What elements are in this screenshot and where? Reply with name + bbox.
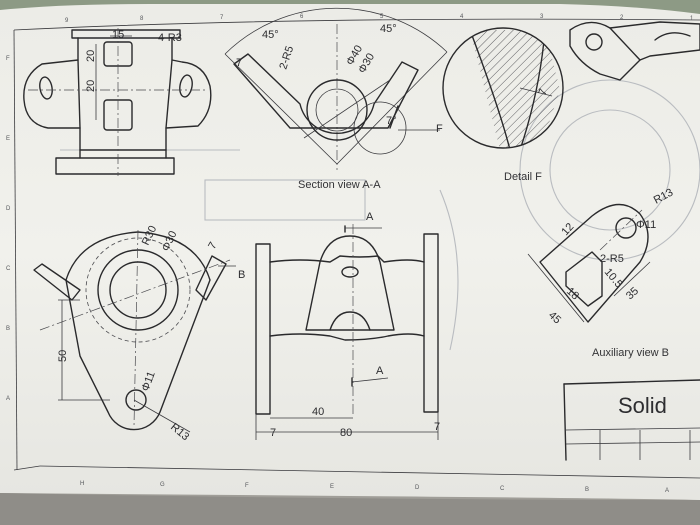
- dim-2-r5-aux: 2-R5: [600, 253, 624, 265]
- paper: [0, 4, 700, 500]
- isometric-view: [569, 21, 700, 81]
- svg-text:B: B: [6, 326, 10, 332]
- title-block: Solid: [563, 379, 700, 461]
- dim-7-deg: 7°: [386, 115, 397, 127]
- section-view-caption: Section view A-A: [298, 179, 381, 191]
- top-view: 15 4-R3 20 20: [23, 28, 212, 176]
- svg-text:F: F: [6, 56, 10, 62]
- svg-text:A: A: [665, 488, 669, 494]
- svg-text:D: D: [6, 206, 11, 212]
- svg-text:3: 3: [540, 14, 544, 20]
- dim-dia-11-aux: Φ11: [636, 219, 656, 231]
- svg-text:1: 1: [690, 16, 694, 22]
- dim-20-a: 20: [85, 50, 97, 62]
- sheet-border: [13, 18, 700, 479]
- dim-7-right: 7: [434, 421, 440, 433]
- dim-7-front: 7: [206, 240, 219, 251]
- svg-text:A: A: [6, 396, 10, 402]
- svg-text:H: H: [80, 481, 84, 487]
- title-block-title: Solid: [618, 393, 667, 418]
- svg-text:8: 8: [140, 16, 144, 22]
- svg-text:F: F: [245, 483, 249, 489]
- svg-text:E: E: [330, 484, 334, 490]
- section-marker-top: A: [366, 211, 374, 223]
- svg-text:C: C: [500, 486, 505, 492]
- svg-text:9: 9: [65, 18, 69, 24]
- front-view: R30 Φ30 7 B 50 Φ11 R13: [33, 224, 245, 443]
- auxiliary-view-caption: Auxiliary view B: [592, 347, 669, 359]
- svg-text:4: 4: [460, 14, 464, 20]
- detail-view-caption: Detail F: [504, 171, 542, 183]
- svg-text:2: 2: [620, 15, 624, 21]
- svg-text:C: C: [6, 266, 11, 272]
- dim-50: 50: [57, 350, 69, 362]
- section-marker-bottom: A: [376, 365, 384, 377]
- dim-7-section: 7: [236, 57, 242, 69]
- dim-80: 80: [340, 427, 352, 439]
- side-view: A A 40 80 7 7: [255, 211, 440, 440]
- svg-text:D: D: [415, 485, 420, 491]
- svg-text:7: 7: [220, 15, 224, 21]
- angle-left: 45°: [262, 29, 279, 41]
- detail-dim-7: 7: [537, 87, 550, 97]
- svg-text:6: 6: [300, 14, 304, 20]
- border-zone-marks: 9 8 7 6 5 4 3 2 1 F E D C B A H G F E D …: [6, 14, 694, 494]
- desk-bottom: [0, 493, 700, 525]
- dim-20-b: 20: [85, 80, 97, 92]
- view-arrow-b: B: [238, 269, 245, 281]
- svg-text:B: B: [585, 487, 589, 493]
- svg-text:5: 5: [380, 14, 384, 20]
- dim-7-left: 7: [270, 427, 276, 439]
- detail-marker-f: F: [436, 123, 443, 135]
- svg-text:G: G: [160, 482, 165, 488]
- svg-text:E: E: [6, 136, 10, 142]
- detail-view: 7 Detail F: [442, 27, 564, 183]
- dim-40: 40: [312, 406, 324, 418]
- dim-15: 15: [112, 29, 124, 41]
- angle-right: 45°: [380, 23, 397, 35]
- dim-4-r3: 4-R3: [158, 32, 182, 44]
